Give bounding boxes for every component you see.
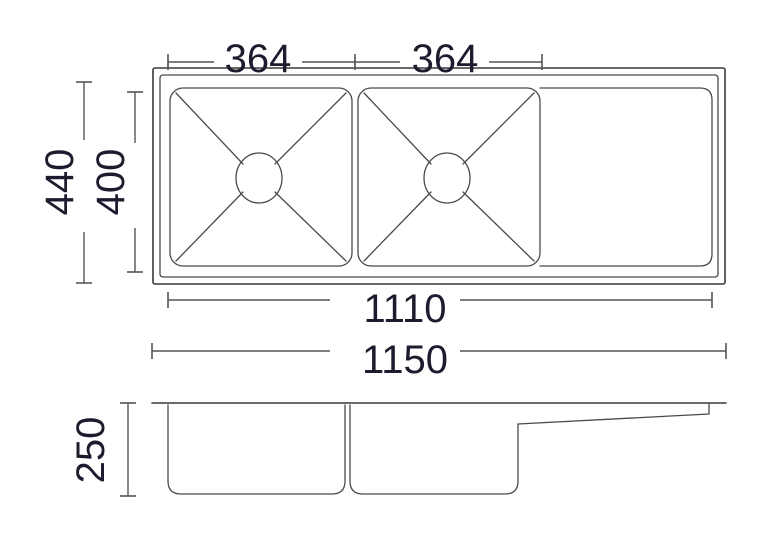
plan-bowl-left-diagonal-tr	[274, 92, 347, 165]
plan-bowl-left-outline	[169, 87, 353, 267]
dim-400-label: 400	[89, 149, 133, 216]
plan-inner-rim	[159, 74, 719, 278]
elevation-bowl-left-profile	[167, 404, 346, 495]
plan-view	[152, 67, 726, 285]
dim-364-right-label: 364	[412, 37, 479, 81]
dim-1110-label: 1110	[363, 287, 446, 331]
plan-bowl-right-diagonal-tl	[363, 92, 432, 165]
dim-440-label: 440	[38, 149, 82, 216]
dimension-250: 250	[69, 402, 136, 497]
dim-364-left-label: 364	[225, 37, 292, 81]
plan-bowl-right-diagonal-tr	[462, 92, 535, 165]
plan-bowl-left-diagonal-br	[274, 191, 347, 262]
plan-bowl-right-diagonal-bl	[363, 191, 432, 262]
elevation-bowl-right-profile	[349, 404, 519, 495]
dim-1150-label: 1150	[362, 338, 448, 382]
plan-drainer-outline	[539, 87, 713, 267]
elevation-view	[151, 402, 727, 495]
dimension-1150: 1150	[151, 338, 727, 382]
dimension-364-right: 364	[355, 37, 543, 81]
plan-outer-rim	[152, 67, 726, 285]
elevation-drainer-profile	[517, 402, 710, 425]
plan-bowl-left-diagonal-bl	[175, 191, 244, 262]
plan-bowl-right-drain-icon	[423, 152, 471, 204]
dim-250-label: 250	[69, 417, 113, 484]
dimension-400: 400	[89, 91, 143, 273]
plan-drainer-section	[539, 87, 713, 267]
plan-bowl-left	[169, 87, 353, 267]
plan-bowl-right-outline	[357, 87, 541, 267]
plan-bowl-left-diagonal-tl	[175, 92, 244, 165]
plan-bowl-left-drain-icon	[235, 152, 283, 204]
plan-bowl-right	[357, 87, 541, 267]
dimension-1110: 1110	[167, 287, 713, 331]
plan-bowl-right-diagonal-br	[462, 191, 535, 262]
dimension-364-left: 364	[167, 37, 356, 81]
dimension-440: 440	[38, 81, 92, 284]
